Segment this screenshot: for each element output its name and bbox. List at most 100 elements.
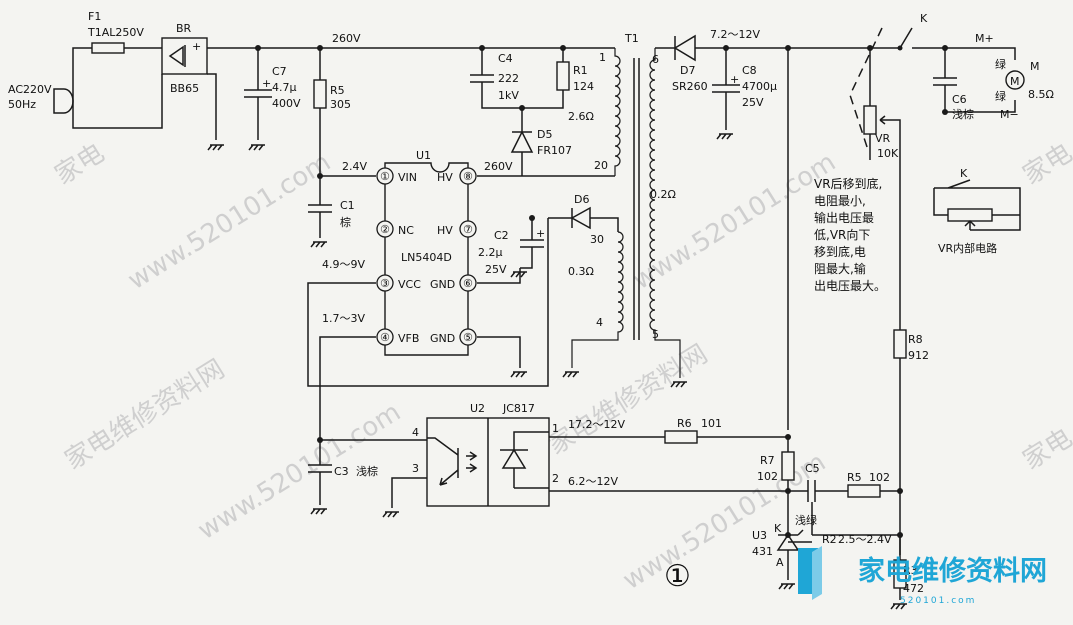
figure-number: ① (664, 559, 691, 594)
watermark-url: www.520101.com (628, 147, 841, 296)
u3-ref: U3 (752, 529, 767, 542)
capacitor-c7: + C7 4.7μ 400V (244, 45, 301, 151)
u2-ref: U2 (470, 402, 485, 415)
c2-value: 2.2μ (478, 246, 503, 259)
r1-ref: R1 (573, 64, 588, 77)
u1-pin3-num: ③ (380, 277, 390, 290)
vr-internal-caption: VR内部电路 (938, 241, 997, 255)
note-line: VR后移到底, (814, 176, 882, 191)
u2-pin1: 1 (552, 422, 559, 435)
ground-symbol (207, 144, 224, 151)
capacitor-c1: C1 棕 (308, 173, 355, 248)
resistor-r5: R5 305 (313, 45, 351, 176)
c4-rating: 1kV (498, 89, 519, 102)
u1-pin6-name: GND (430, 278, 455, 291)
transformer-t1: T1 1 20 30 4 6 5 2.6Ω 0.3Ω 0.2Ω (562, 32, 687, 388)
u2-pin4: 4 (412, 426, 419, 439)
ac-plug (53, 88, 74, 114)
u2-pin2: 2 (552, 472, 559, 485)
watermark-cn-short: 家电 (1018, 138, 1073, 191)
c8-ref: C8 (742, 64, 757, 77)
t1-aux-res: 0.3Ω (568, 265, 594, 278)
ground-symbol (670, 381, 687, 388)
vr-ref: VR (875, 132, 891, 145)
input-wire (72, 47, 163, 129)
switch-and-motor: K VR 10K M M+ 绿 绿 M 8.5Ω M− C6 浅棕 (849, 12, 1054, 330)
resistor-r8: R8 912 (893, 329, 929, 555)
bridge-part: BB65 (170, 82, 199, 95)
u1-pin6-num: ⑥ (463, 277, 473, 290)
fuse-f1 (91, 42, 125, 54)
motor-wire-color-2: 绿 (995, 89, 1006, 103)
u3-a: A (776, 556, 784, 569)
d7-part: SR260 (672, 80, 708, 93)
hv-voltage: 260V (484, 160, 513, 173)
u1-pin2-name: NC (398, 224, 414, 237)
watermark-cn: 家电维修资料网 (60, 354, 230, 476)
watermark-cn-short: 家电 (1018, 423, 1073, 476)
vr-value: 10K (877, 147, 899, 160)
u1-pin8-num: ⑧ (463, 170, 473, 183)
capacitor-c5 (807, 480, 816, 502)
r6-ref: R6 (677, 417, 692, 430)
u1-pin5-name: GND (430, 332, 455, 345)
u1-part: LN5404D (401, 251, 452, 264)
ground-symbol (778, 583, 795, 590)
ground-symbol (310, 508, 327, 515)
mechanical-link (849, 27, 883, 151)
aux-winding (571, 231, 624, 368)
u2-part: JC817 (502, 402, 535, 415)
input-section: AC220V 50Hz F1 T1AL250V + BR BB65 (8, 10, 615, 151)
u2-pin2-voltage: 6.2～12V (568, 475, 618, 488)
r2-ref: R2 (822, 533, 837, 546)
d5-part: FR107 (537, 144, 572, 157)
vfb-voltage: 1.7～3V (322, 312, 365, 325)
t1-pin6: 6 (652, 53, 659, 66)
rail-260v-label: 260V (332, 32, 361, 45)
note-line: 低,VR向下 (814, 227, 870, 242)
capacitor-c3: C3 浅棕 (308, 440, 378, 515)
ground-symbol (890, 603, 907, 610)
c4-ref: C4 (498, 52, 513, 65)
resistor-r3 (893, 559, 907, 589)
r8-ref: R8 (908, 333, 923, 346)
feedback-network: R6 101 R7 102 C5 R5 102 K A U3 431 浅绿 R2… (549, 417, 924, 610)
r6-value: 101 (701, 417, 722, 430)
ground-symbol (248, 144, 265, 151)
motor-value: 8.5Ω (1028, 88, 1054, 101)
r5-ref: R5 (330, 84, 345, 97)
c7-rating: 400V (272, 97, 301, 110)
motor-wire-color: 绿 (995, 57, 1006, 71)
motor-ref: M (1030, 60, 1040, 73)
book-icon (798, 548, 818, 594)
ground-symbol (382, 511, 399, 518)
ground-symbol (716, 133, 733, 140)
c7-plus: + (262, 77, 271, 90)
vcc-wire (307, 218, 549, 387)
bridge-ref: BR (176, 22, 192, 35)
resistor-r5-102 (847, 484, 881, 498)
r7-value: 102 (757, 470, 778, 483)
potentiometer-vr (863, 105, 877, 135)
note-line: 阻最大,输 (814, 261, 866, 276)
ground-symbol (510, 371, 527, 378)
watermark-cn-short: 家电 (50, 138, 110, 191)
ground-symbol (510, 271, 527, 278)
secondary-winding (649, 48, 681, 378)
c1-color: 棕 (340, 215, 351, 229)
u2-pin3: 3 (412, 462, 419, 475)
r2-voltage: 2.5～2.4V (838, 533, 892, 546)
diode-d6: D6 (548, 193, 619, 232)
ac-input-frequency: 50Hz (8, 98, 36, 111)
bridge-output-wire (207, 47, 615, 140)
switch-k-label: K (920, 12, 928, 25)
c4-value: 222 (498, 72, 519, 85)
c5-color: 浅绿 (795, 513, 817, 527)
optocoupler-u2: U2 JC817 1 2 4 3 17.2～12V 6.2～12V (317, 402, 625, 518)
vfb-wire (319, 336, 376, 440)
gnd-wire (477, 268, 521, 368)
c8-rating: 25V (742, 96, 764, 109)
snubber-network: C4 222 1kV R1 124 D5 FR107 (470, 45, 594, 176)
c7-ref: C7 (272, 65, 287, 78)
